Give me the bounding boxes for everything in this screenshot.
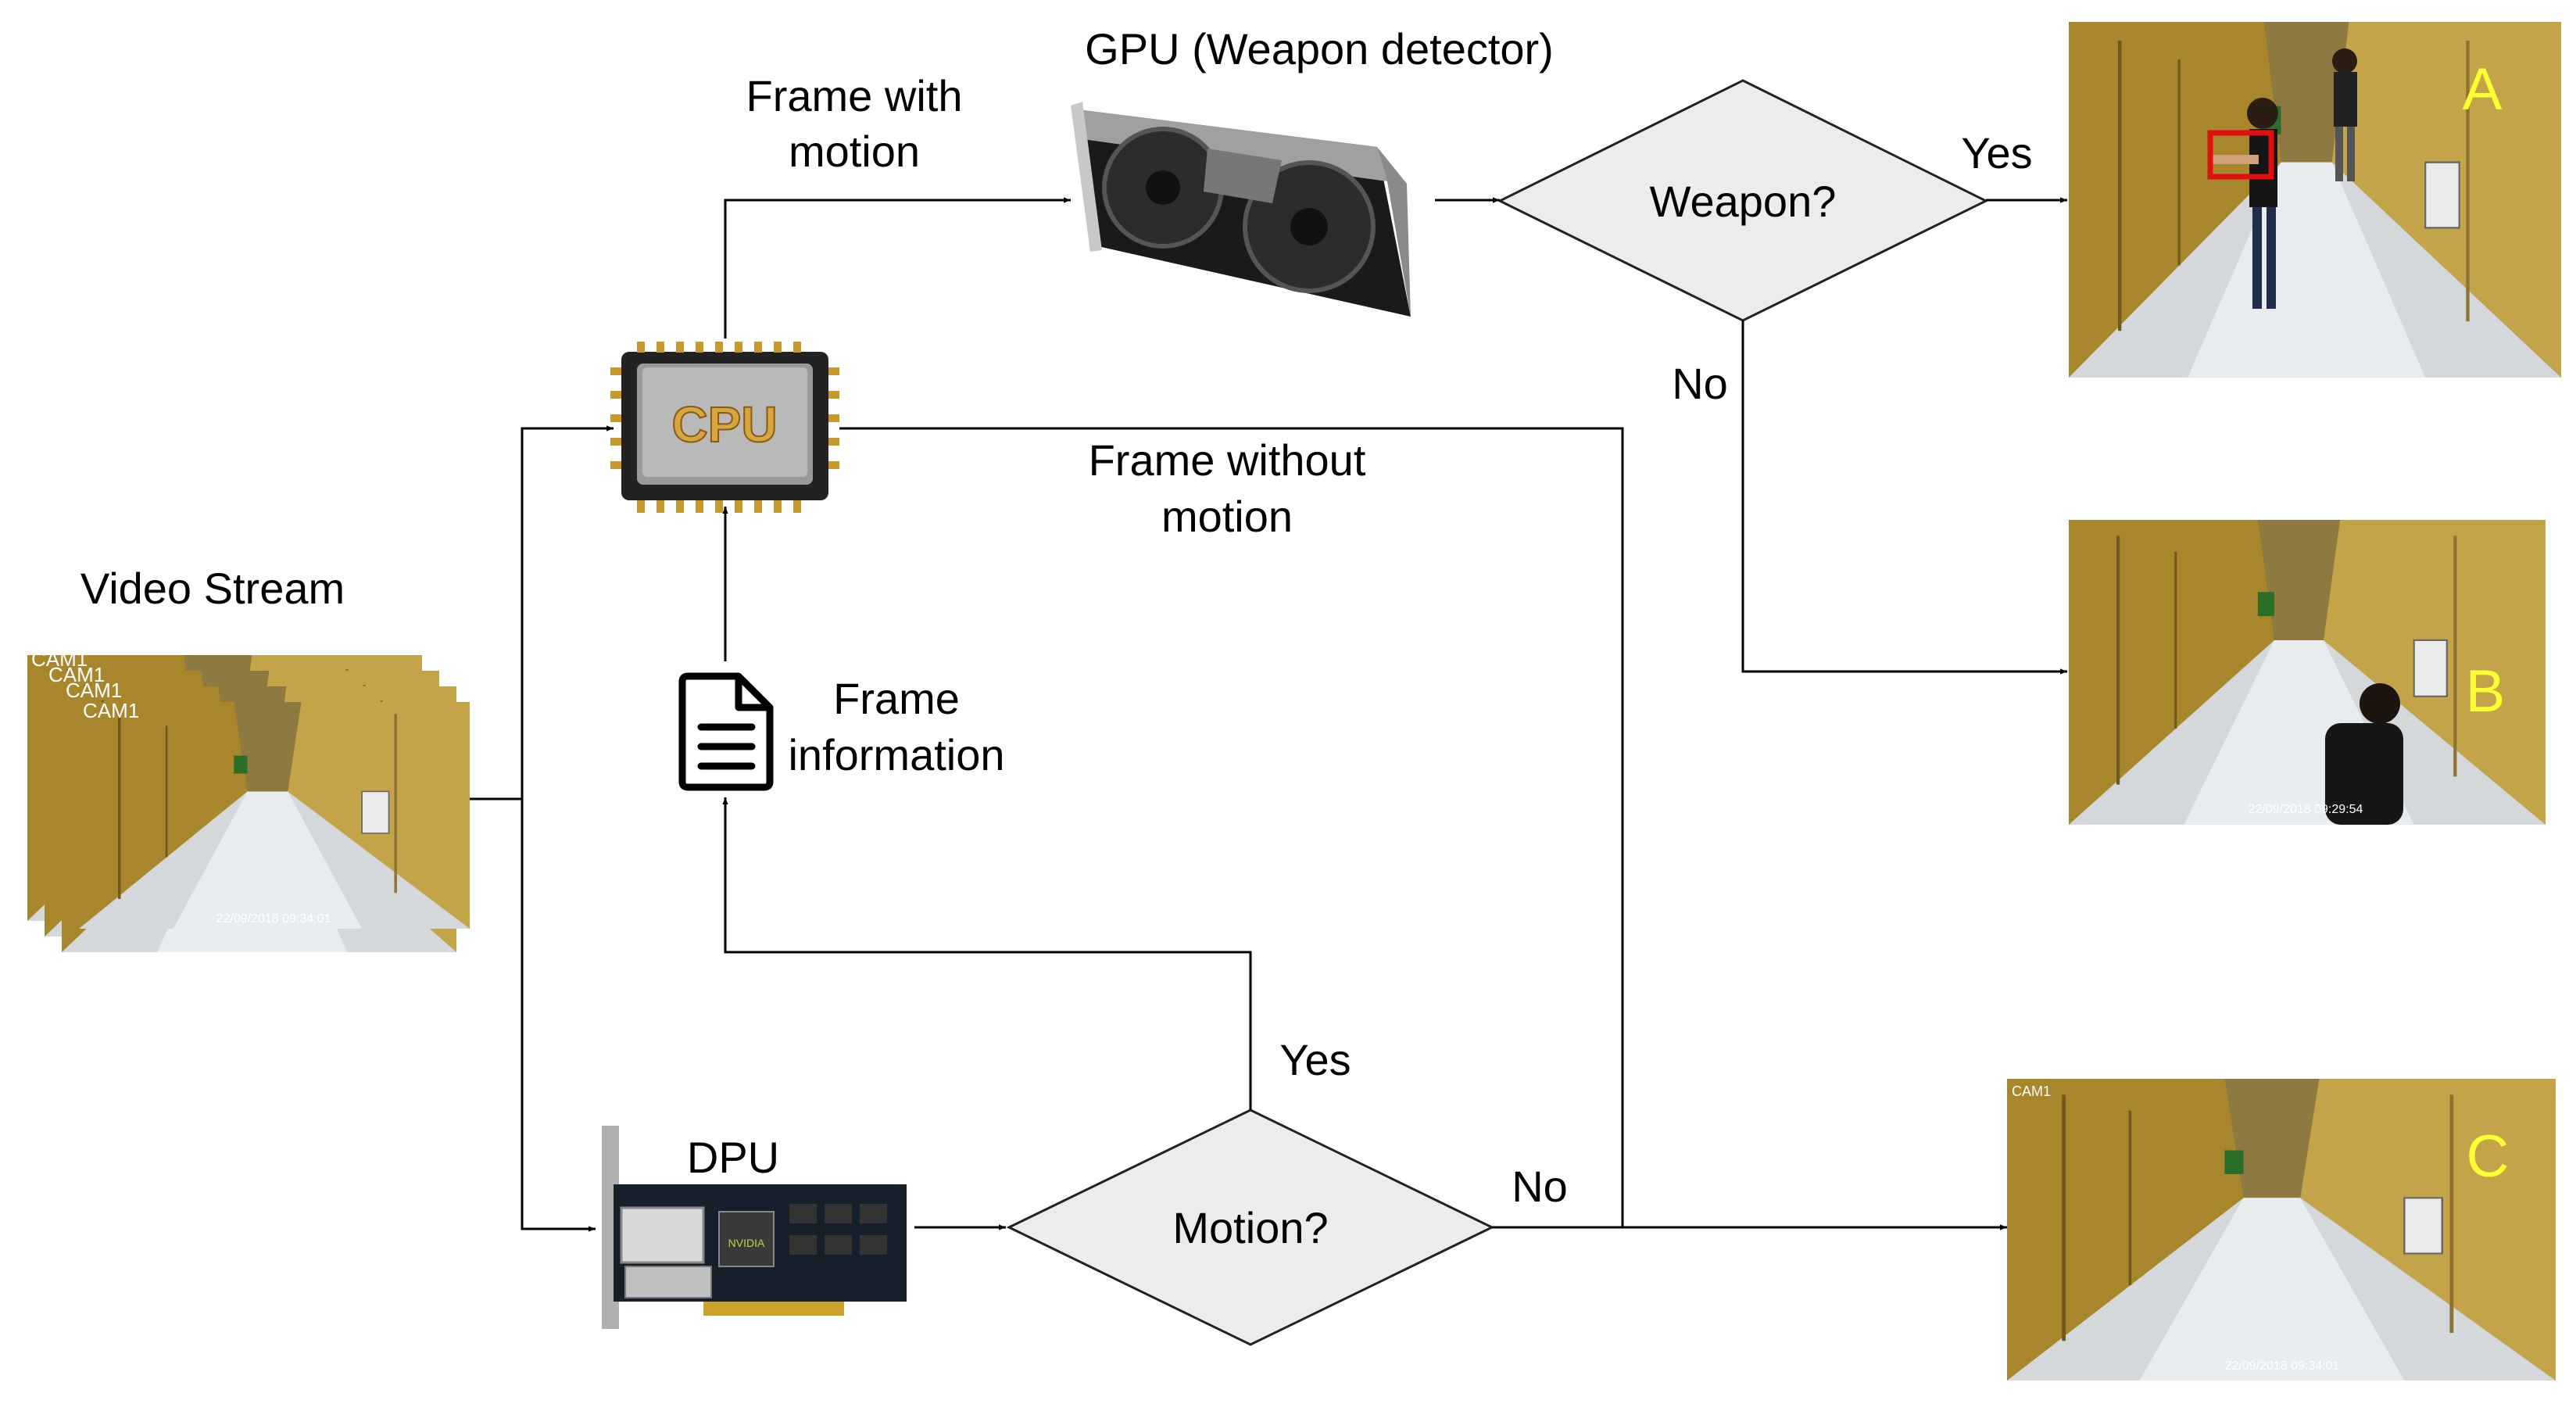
- svg-text:CPU: CPU: [671, 396, 777, 453]
- svg-text:CAM1: CAM1: [31, 647, 88, 671]
- video-stream-label: Video Stream: [80, 564, 345, 613]
- arrow-cpu-no-motion: [839, 427, 1624, 1227]
- no-motion-label: No: [1512, 1162, 1568, 1211]
- stream-frame-1: CAM1: [27, 647, 422, 921]
- output-frame-a: A: [2069, 22, 2561, 378]
- arrow-weapon-no: [1741, 321, 2067, 675]
- svg-text:22/09/2018 09:29:54: 22/09/2018 09:29:54: [2249, 803, 2363, 816]
- output-frame-b: B 22/09/2018 09:29:54: [2069, 520, 2546, 825]
- svg-text:motion: motion: [789, 127, 920, 176]
- weapon-detection-box: [2207, 130, 2274, 180]
- connectors: [470, 197, 2067, 1232]
- svg-text:NVIDIA: NVIDIA: [728, 1237, 765, 1249]
- stream-frame-3: CAM1: [62, 679, 456, 952]
- svg-text:information: information: [788, 730, 1004, 779]
- svg-text:motion: motion: [1161, 492, 1293, 541]
- weapon-decision-label: Weapon?: [1650, 177, 1837, 226]
- gpu-card-icon: [1071, 102, 1411, 317]
- frame-c-letter: C: [2467, 1123, 2510, 1190]
- arrow-stream-to-dpu: [521, 799, 596, 1232]
- arrow-stream-to-cpu: [521, 425, 614, 1223]
- motion-decision-shape: [1006, 1109, 1495, 1346]
- stream-frame-2: CAM1: [45, 663, 439, 937]
- document-icon: [678, 672, 774, 791]
- frame-with-motion-label: Frame with motion: [746, 71, 963, 176]
- video-stream-frames: CAM1 CAM1 CAM1 CAM1 22/09/2018 09:34:01: [27, 647, 470, 952]
- arrow-motion-yes: [722, 797, 1252, 1110]
- yes-motion-label: Yes: [1279, 1035, 1351, 1084]
- frame-information-label: Frame information: [788, 674, 1004, 779]
- output-frame-c: CAM1 C 22/09/2018 09:34:01: [2007, 1079, 2556, 1381]
- weapon-decision-node: Weapon?: [1497, 79, 1989, 322]
- cpu-chip-icon: CPU: [610, 342, 839, 513]
- frame-without-motion-label: Frame without motion: [1089, 435, 1366, 541]
- arrow-cpu-to-gpu: [724, 197, 1071, 338]
- dpu-card-icon: NVIDIA: [602, 1126, 907, 1329]
- gpu-title: GPU (Weapon detector): [1085, 24, 1554, 73]
- svg-text:Frame with: Frame with: [746, 71, 963, 120]
- svg-text:CAM1: CAM1: [48, 663, 105, 686]
- frame-a-letter: A: [2463, 56, 2503, 123]
- svg-text:22/09/2018 09:34:01: 22/09/2018 09:34:01: [2225, 1359, 2340, 1373]
- svg-text:22/09/2018 09:34:01: 22/09/2018 09:34:01: [216, 912, 331, 926]
- stream-frame-4: CAM1 22/09/2018 09:34:01: [79, 699, 470, 929]
- svg-text:CAM1: CAM1: [2012, 1083, 2051, 1099]
- motion-decision-node: Motion?: [1006, 1109, 1495, 1346]
- svg-text:CAM1: CAM1: [83, 699, 139, 722]
- frame-b-letter: B: [2466, 658, 2506, 725]
- svg-text:Frame without: Frame without: [1089, 435, 1366, 485]
- dpu-title: DPU: [687, 1133, 779, 1182]
- no-weapon-label: No: [1672, 359, 1728, 408]
- yes-weapon-label: Yes: [1961, 128, 2032, 177]
- svg-text:Frame: Frame: [833, 674, 960, 723]
- svg-text:CAM1: CAM1: [66, 679, 122, 702]
- motion-decision-label: Motion?: [1172, 1203, 1328, 1252]
